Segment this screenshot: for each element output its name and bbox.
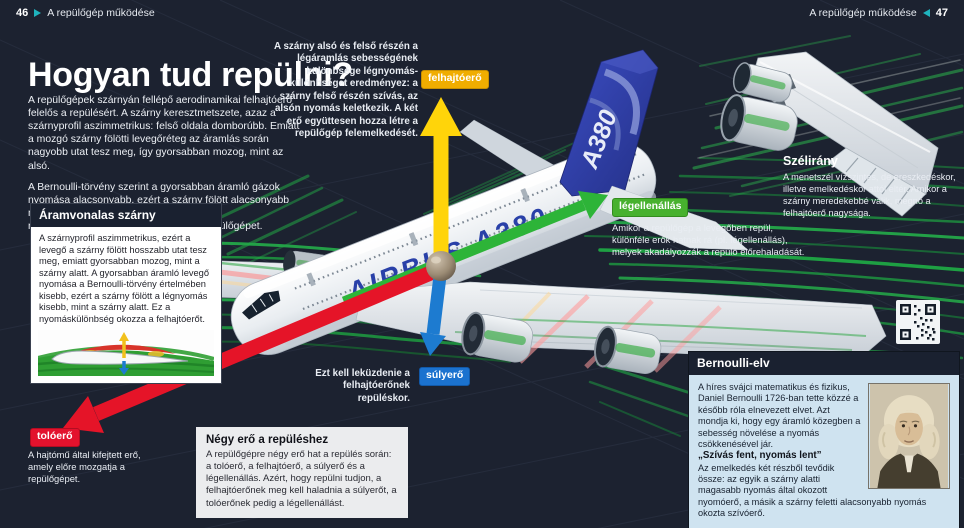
weight-annotation-text: Ezt kell leküzdenie a felhajtóerőnek rep… — [315, 368, 410, 404]
section-title: A repülőgép működése — [47, 7, 155, 19]
near-wing — [355, 281, 887, 374]
page-number: 47 — [935, 7, 948, 19]
four-forces-box: Négy erő a repüléshez A repülőgépre négy… — [196, 427, 408, 518]
box-body: A repülőgépre négy erő hat a repülés sor… — [206, 449, 397, 509]
section-arrow-icon — [922, 9, 930, 17]
wind-direction-text: A menetszél vízszintes, de ereszkedéskor… — [783, 172, 956, 218]
lift-annotation-text: A szárny alsó és felső részén a légáraml… — [274, 41, 418, 140]
engine — [461, 311, 534, 363]
page-number: 46 — [16, 7, 29, 19]
header-left: 46 A repülőgép működése — [16, 7, 155, 19]
mini-weight-arrow — [119, 361, 129, 376]
page-title: Hogyan tud repülni? — [28, 55, 353, 94]
header-right: A repülőgép működése 47 — [809, 7, 948, 19]
bernoulli-quote: „Szívás fent, nyomás lent” — [698, 450, 822, 462]
thrust-force-label: tolóerő — [30, 428, 80, 447]
drag-force-label: légellenállás — [612, 198, 689, 217]
lift-force-label: felhajtóerő — [421, 70, 489, 89]
mini-lift-arrow — [119, 332, 129, 359]
section-title: A repülőgép működése — [809, 7, 917, 19]
box-title: Áramvonalas szárny — [31, 204, 221, 227]
bernoulli-paragraph-2: Az emelkedés két részből tevődik össze: … — [698, 462, 927, 519]
section-arrow-icon — [34, 9, 42, 17]
weight-force-label: súlyerő — [419, 367, 471, 386]
drag-annotation-text: Amikor a repülőgép a levegőben repül, kü… — [612, 222, 805, 258]
engine — [720, 94, 798, 151]
qr-code — [896, 300, 940, 344]
center-pivot-sphere — [426, 251, 456, 281]
box-title: Bernoulli-elv — [689, 352, 959, 375]
thrust-annotation-text: A hajtómű által kifejtett erő, amely elő… — [28, 449, 141, 485]
bernoulli-portrait — [868, 383, 950, 489]
weight-arrow — [420, 275, 447, 356]
lift-arrow — [420, 97, 462, 258]
box-title: Négy erő a repüléshez — [206, 434, 329, 446]
streamlined-wing-box: Áramvonalas szárny A szárnyprofil aszimm… — [30, 203, 222, 385]
bernoulli-box: Bernoulli-elv A híres svájci matematikus… — [688, 351, 960, 528]
wing-detail-illustration — [720, 51, 939, 217]
airfoil-diagram — [38, 330, 214, 377]
wind-direction-title: Szélirány — [783, 154, 838, 168]
bernoulli-paragraph-1: A híres svájci matematikus és fizikus, D… — [698, 382, 861, 450]
engine — [732, 62, 793, 103]
engine — [594, 325, 662, 374]
thrust-arrow — [63, 257, 455, 433]
tail-fin: A380 — [559, 49, 659, 197]
intro-paragraph-1: A repülőgépek szárnyán fellépő aerodinam… — [28, 95, 300, 172]
box-body: A szárnyprofil aszimmetrikus, ezért a le… — [39, 233, 210, 324]
